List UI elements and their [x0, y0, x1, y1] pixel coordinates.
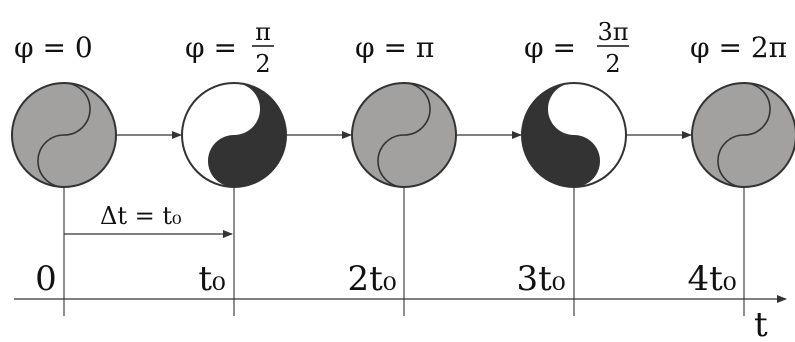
tick-label-4: 4t₀: [688, 259, 737, 299]
phase-label-1: φ = π 2: [185, 18, 274, 78]
svg-text:3π: 3π: [597, 18, 628, 46]
disc-state-2: [351, 82, 457, 188]
interval-label: Δt = t₀: [100, 202, 182, 230]
svg-text:φ =: φ =: [185, 31, 237, 64]
tick-label-2: 2t₀: [348, 259, 397, 299]
phase-label-2: φ = π: [355, 31, 434, 64]
tick-label-3: 3t₀: [517, 259, 566, 299]
phase-label-4: φ = 2π: [690, 31, 787, 64]
disc-state-4: [691, 82, 795, 188]
phase-label-3: φ = 3π 2: [524, 18, 629, 78]
tick-label-1: t₀: [198, 259, 225, 299]
svg-text:2: 2: [605, 50, 620, 78]
svg-text:π: π: [255, 18, 271, 46]
tick-label-0: 0: [35, 259, 57, 299]
disc-state-3: [521, 82, 627, 188]
phase-label-0: φ = 0: [14, 31, 93, 64]
time-axis-label: t: [754, 305, 768, 342]
svg-text:φ =: φ =: [524, 31, 576, 64]
svg-text:2: 2: [255, 50, 270, 78]
disc-state-0: [11, 82, 117, 188]
disc-state-1: [181, 82, 287, 188]
